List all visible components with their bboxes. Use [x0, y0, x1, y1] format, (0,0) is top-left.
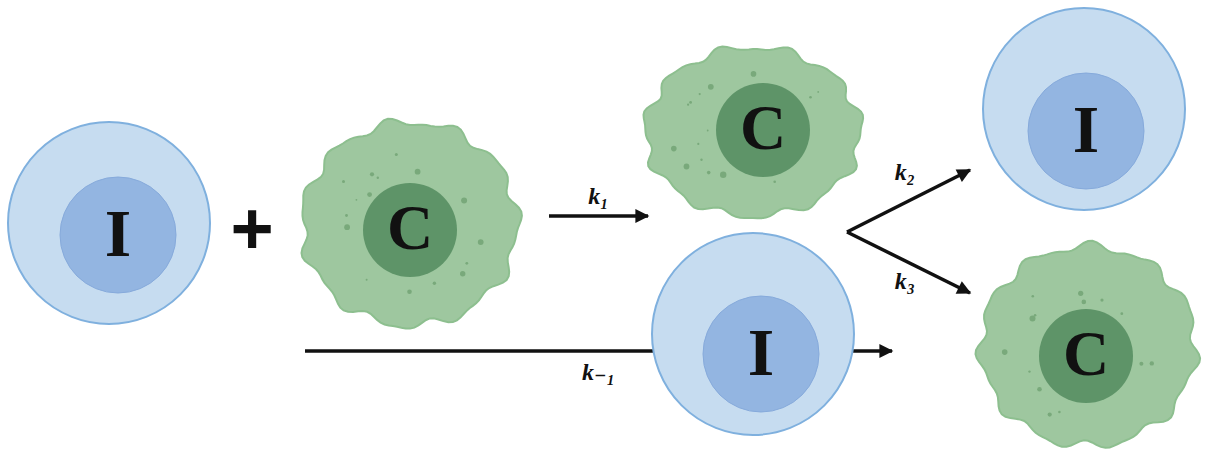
- cell-label: C: [1046, 314, 1126, 394]
- cell-label: I: [721, 312, 801, 392]
- cancer-cell: C: [635, 38, 871, 226]
- plus-sign: +: [230, 192, 273, 266]
- reaction-arrow: [549, 214, 648, 218]
- immune-cell: I: [980, 5, 1188, 213]
- cell-label: C: [723, 88, 803, 168]
- cell-label: C: [370, 188, 450, 268]
- cell-label: I: [78, 193, 158, 273]
- cancer-cell: C: [292, 112, 528, 336]
- immune-cell: I: [5, 119, 213, 327]
- rate-constant: k₂: [895, 160, 915, 184]
- immune-cell: I: [649, 230, 857, 438]
- reaction-arrow: [847, 232, 970, 293]
- rate-constant: k₃: [895, 269, 915, 293]
- cell-label: I: [1046, 89, 1126, 169]
- rate-constant: k₋₁: [582, 360, 615, 384]
- cancer-cell: C: [970, 236, 1206, 456]
- rate-constant: k₁: [588, 184, 608, 208]
